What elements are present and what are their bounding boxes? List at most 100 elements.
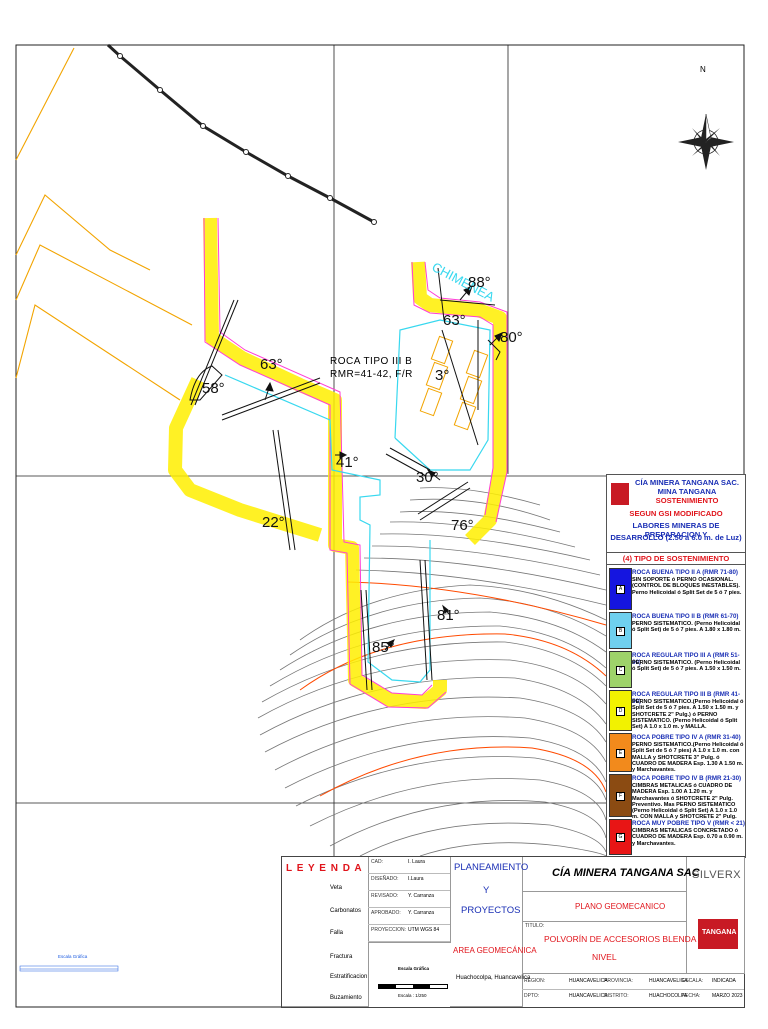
footer-label: ESCALA: <box>682 978 704 984</box>
titulo-box <box>522 921 687 974</box>
contour-lines <box>257 487 607 857</box>
footer-value: MARZO 2023 <box>712 993 743 999</box>
rock-code: C <box>616 665 625 675</box>
gallery-walls <box>203 217 508 709</box>
legend-heading: SOSTENIMIENTO <box>655 496 719 505</box>
meta-label: DISEÑADO: <box>371 876 399 882</box>
plano-box <box>522 891 687 922</box>
legend-buzamiento: Buzamiento <box>330 995 362 1001</box>
dept-line-2: Y <box>483 885 490 896</box>
angle-label: 30° <box>416 469 439 486</box>
rock-type-description: CIMBRAS METALICAS ó CUADRO DE MADERA Esp… <box>632 783 737 821</box>
rock-color-swatch: B <box>609 612 632 649</box>
small-scale-bar <box>19 965 119 972</box>
legend-tipo-heading: (4) TIPO DE SOSTENIMIENTO <box>607 552 745 565</box>
silverx-logo: SILVERX <box>692 869 742 881</box>
dept-box <box>450 857 523 1007</box>
support-legend-panel: CÍA MINERA TANGANA SAC. MINA TANGANA SOS… <box>606 474 746 858</box>
meta-row-divider <box>368 907 450 908</box>
rock-type-description: SIN SOPORTE ó PERNO OCASIONAL. (CONTROL … <box>632 577 742 596</box>
north-arrow-icon <box>678 113 734 170</box>
footer-label: DISTRITO: <box>604 993 629 999</box>
angle-label: 58° <box>202 380 225 397</box>
meta-row-divider <box>368 941 450 942</box>
meta-value: UTM WGS 84 <box>408 927 440 933</box>
footer-value: HUANCAVELICA <box>649 978 688 984</box>
tangana-logo-text: TANGANA <box>702 929 737 936</box>
logo-box <box>686 857 745 974</box>
meta-label: REVISADO: <box>371 893 399 899</box>
meta-label: PROYECCION: <box>371 927 407 933</box>
rock-code: A <box>616 585 625 594</box>
rock-type-description: PERNO SISTEMATICO.(Perno Helicoidal ó Sp… <box>632 742 744 773</box>
company-box <box>522 857 687 892</box>
meta-label: APROBADO: <box>371 910 401 916</box>
legend-mine: MINA TANGANA <box>657 487 717 496</box>
footer-divider <box>522 989 744 990</box>
leyenda-title: L E Y E N D A <box>286 863 363 874</box>
rock-color-swatch: E <box>609 733 632 772</box>
nivel-text: NIVEL <box>592 952 617 962</box>
legend-carbonatos: Carbonatos <box>330 908 362 914</box>
scale-graphic-label: Escala Gráfica <box>398 966 430 971</box>
meta-value: Y. Carranza <box>408 893 435 899</box>
footer-label: PROVINCIA: <box>604 978 633 984</box>
legend-fractura: Fractura <box>330 954 353 960</box>
angle-label: 22° <box>262 514 285 531</box>
meta-value: Y. Carranza <box>408 910 435 916</box>
titulo-label: TITULO: <box>525 923 545 929</box>
footer-value: HUANCAVELICA <box>569 978 608 984</box>
gallery-outline <box>224 319 491 683</box>
legend-subheading: SEGUN GSI MODIFICADO <box>629 509 723 518</box>
legend-veta: Veta <box>330 885 343 891</box>
scale-bar <box>378 984 448 989</box>
legend-estratificacion: Estratificacion <box>330 974 368 980</box>
rock-color-swatch: A <box>609 568 632 610</box>
rock-type-title: ROCA POBRE TIPO IV A (RMR 31-40) <box>632 734 741 741</box>
dip-arrows <box>264 285 503 651</box>
rmr-label: RMR=41-42, F/R <box>330 369 413 380</box>
company-title: CÍA MINERA TANGANA SAC <box>552 867 700 879</box>
ramp-polyline <box>106 43 377 225</box>
fractures <box>189 267 501 691</box>
company-logo-icon <box>611 483 629 505</box>
footer-label: REGION: <box>524 978 546 984</box>
rock-type-label: ROCA TIPO III B <box>330 356 413 367</box>
small-scale-caption: Escala Gráfica <box>58 954 88 959</box>
scale-number: Escala : 1/250 <box>398 993 427 998</box>
footer-value: HUANCAVELICA <box>569 993 608 999</box>
veta-lines <box>15 47 193 401</box>
rock-color-swatch: D <box>609 690 632 731</box>
title-block: L E Y E N D A Veta Carbonatos Falla Frac… <box>281 856 745 1008</box>
rock-type-title: ROCA BUENA TIPO II B (RMR 61-70) <box>632 613 739 620</box>
rock-type-title: ROCA BUENA TIPO II A (RMR 71-80) <box>632 569 738 576</box>
index-contours <box>299 581 607 797</box>
footer-value: INDICADA <box>712 978 736 984</box>
rock-type-description: PERNO SISTEMATICO. (Perno Helicoidal ó S… <box>632 621 741 634</box>
rock-code: F <box>616 791 625 801</box>
plano-title: PLANO GEOMECANICO <box>575 902 666 911</box>
titulo-text: POLVORÍN DE ACCESORIOS BLENDA RUBIA <box>544 934 725 944</box>
leyenda-box <box>282 857 369 1007</box>
rock-type-row: B ROCA BUENA TIPO II B (RMR 61-70)PERNO S… <box>607 612 745 649</box>
meta-row-divider <box>368 890 450 891</box>
meta-row-divider <box>368 873 450 874</box>
tangana-logo: TANGANA <box>698 919 738 949</box>
legend-company: CÍA MINERA TANGANA SAC. <box>634 478 740 487</box>
carbonatos-band <box>168 217 507 709</box>
meta-row-divider <box>368 924 450 925</box>
rock-type-description: PERNO SISTEMATICO.(Perno Helicoidal ó Sp… <box>632 699 744 730</box>
rock-code: B <box>616 626 625 636</box>
north-label: N <box>700 65 706 74</box>
footer-value: HUACHOCOLPA <box>649 993 688 999</box>
place-label: Huachocolpa, Huancavelica <box>456 975 531 981</box>
dept-line-1: PLANEAMIENTO <box>454 862 529 873</box>
angle-label: 88° <box>468 274 491 291</box>
rock-type-row: A ROCA BUENA TIPO II A (RMR 71-80)SIN SOP… <box>607 568 745 610</box>
angle-label: 85° <box>372 639 395 656</box>
